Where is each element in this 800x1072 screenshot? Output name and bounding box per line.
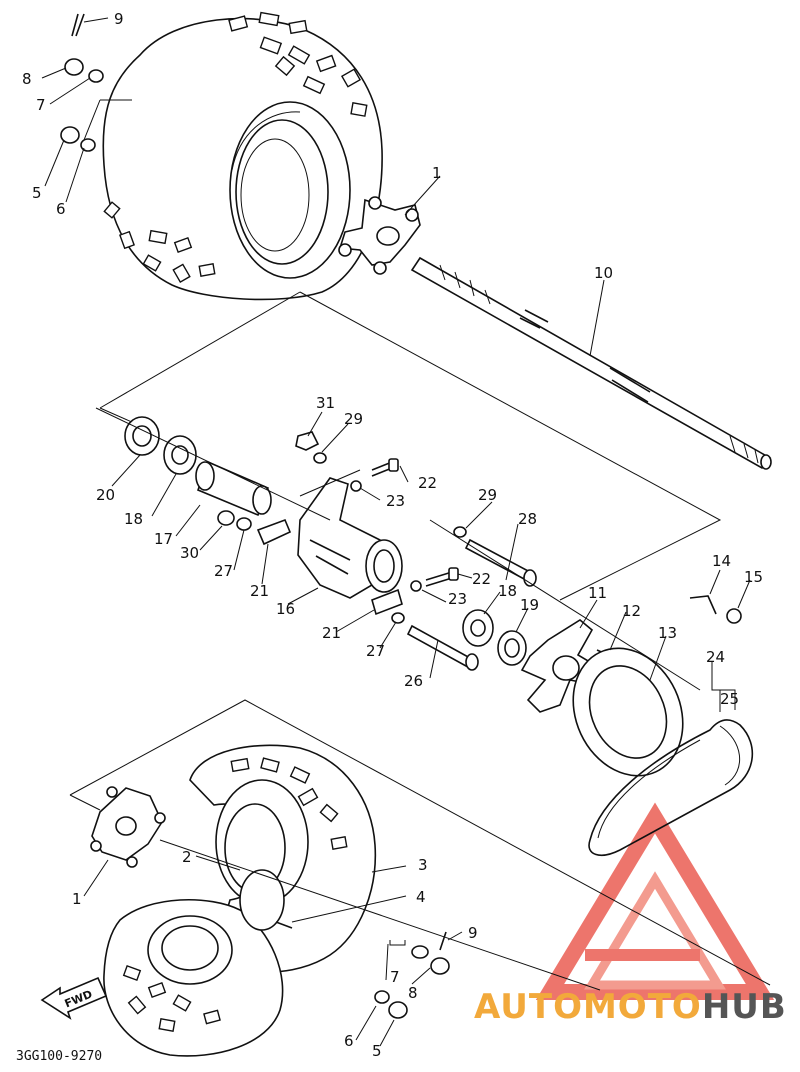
rear-axle-shaft [410,256,772,470]
callout-28: 28 [518,510,537,528]
callout-22a: 22 [418,474,437,492]
callout-27b: 27 [366,642,385,660]
top-wheel-fasteners [60,13,132,152]
top-wheel-hub [338,196,421,275]
callout-20: 20 [96,486,115,504]
bottom-wheel-assembly [69,699,771,1057]
automotohub-logo [535,802,775,1000]
callout-31: 31 [316,394,335,412]
callout-5-top: 5 [32,184,42,202]
callout-6-bottom: 6 [344,1032,354,1050]
callout-9-bottom: 9 [468,924,478,942]
callout-18a: 18 [124,510,143,528]
callout-4: 4 [416,888,426,906]
callout-10: 10 [594,264,613,282]
callout-21a: 21 [250,582,269,600]
callout-22b: 22 [472,570,491,588]
callout-16: 16 [276,600,295,618]
middle-bearing-assembly [95,407,754,856]
callout-11: 11 [588,584,607,602]
callout-1-bottom: 1 [72,890,82,908]
callout-26: 26 [404,672,423,690]
callout-8-top: 8 [22,70,32,88]
fwd-direction-arrow: FWD [40,976,108,1020]
top-wheel-tire [102,11,383,301]
callout-14: 14 [712,552,731,570]
callout-5-bottom: 5 [372,1042,382,1060]
callout-19: 19 [520,596,539,614]
callout-leaders [41,17,751,1047]
callout-21b: 21 [322,624,341,642]
watermark-brand-part2: HUB [702,987,787,1027]
callout-30: 30 [180,544,199,562]
callout-9-top: 9 [114,10,124,28]
callout-29a: 29 [344,410,363,428]
callout-25: 25 [720,690,739,708]
watermark-brand: AUTOMOTOHUB [474,987,787,1027]
callout-29b: 29 [478,486,497,504]
callout-3: 3 [418,856,428,874]
callout-8-bottom: 8 [408,984,418,1002]
callout-27a: 27 [214,562,233,580]
callout-2: 2 [182,848,192,866]
callout-13: 13 [658,624,677,642]
callout-7-top: 7 [36,96,46,114]
callout-17: 17 [154,530,173,548]
callout-18b: 18 [498,582,517,600]
callout-23b: 23 [448,590,467,608]
callout-7-bottom: 7 [390,968,400,986]
callout-24: 24 [706,648,725,666]
callout-23a: 23 [386,492,405,510]
callout-1-top: 1 [432,164,442,182]
callout-numbers: 9 8 7 5 6 1 10 31 29 22 23 20 18 17 30 2… [22,10,763,1060]
callout-15: 15 [744,568,763,586]
watermark-brand-part1: AUTOMOTO [474,987,702,1027]
callout-12: 12 [622,602,641,620]
callout-6-top: 6 [56,200,66,218]
drawing-code: 3GG100-9270 [16,1049,102,1064]
